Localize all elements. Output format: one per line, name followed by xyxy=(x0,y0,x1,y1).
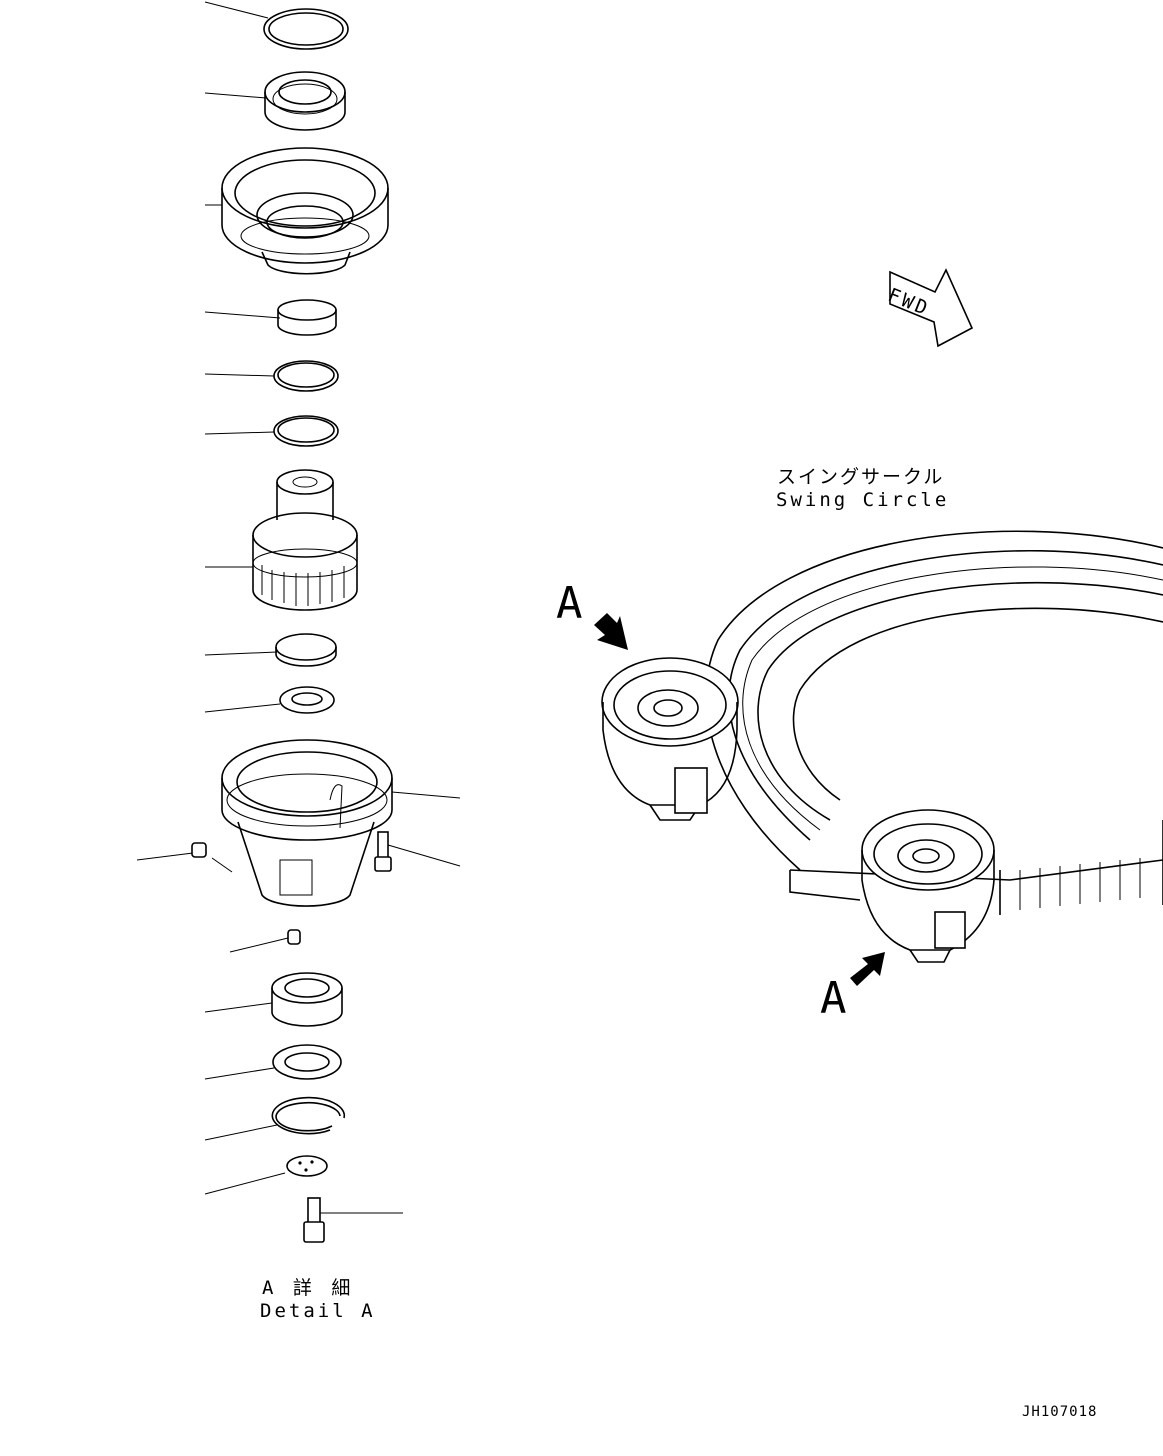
view-mark-upper-label: A xyxy=(556,578,583,629)
cap-bolt-part xyxy=(303,1197,403,1243)
snap-ring-part xyxy=(204,1096,346,1141)
snap-ring-part xyxy=(204,1,349,50)
view-arrow-lower-icon xyxy=(850,952,885,986)
seal-part xyxy=(204,71,346,131)
detail-english-label: Detail A xyxy=(260,1300,376,1322)
drawing-number-label: JH107018 xyxy=(1022,1404,1098,1420)
bearing-part xyxy=(204,972,343,1027)
swing-circle-english-label: Swing Circle xyxy=(776,489,950,511)
swing-motor-upper xyxy=(601,657,739,821)
main-case-part xyxy=(221,739,461,907)
forward-arrow-icon xyxy=(889,268,974,348)
thrust-washer-part xyxy=(204,686,335,714)
plug-part xyxy=(136,842,233,873)
o-ring-part xyxy=(204,360,339,392)
swing-circle-japanese-label: スイングサークル xyxy=(777,466,945,488)
view-mark-lower-label: A xyxy=(820,973,847,1024)
detail-japanese-label: A 詳 細 xyxy=(262,1277,355,1299)
cover-plate-part xyxy=(204,1155,328,1195)
swing-motor-lower xyxy=(861,809,995,963)
collar-part xyxy=(204,299,337,336)
view-arrow-upper-icon xyxy=(594,613,628,650)
retainer-ring-part xyxy=(204,633,337,667)
o-ring-part xyxy=(204,415,339,447)
bolt-part xyxy=(374,831,461,872)
ring-gear-housing-part xyxy=(205,147,389,275)
shim-plate-part xyxy=(204,1044,342,1080)
pinion-shaft-part xyxy=(205,469,358,611)
drain-plug-part xyxy=(229,929,301,953)
